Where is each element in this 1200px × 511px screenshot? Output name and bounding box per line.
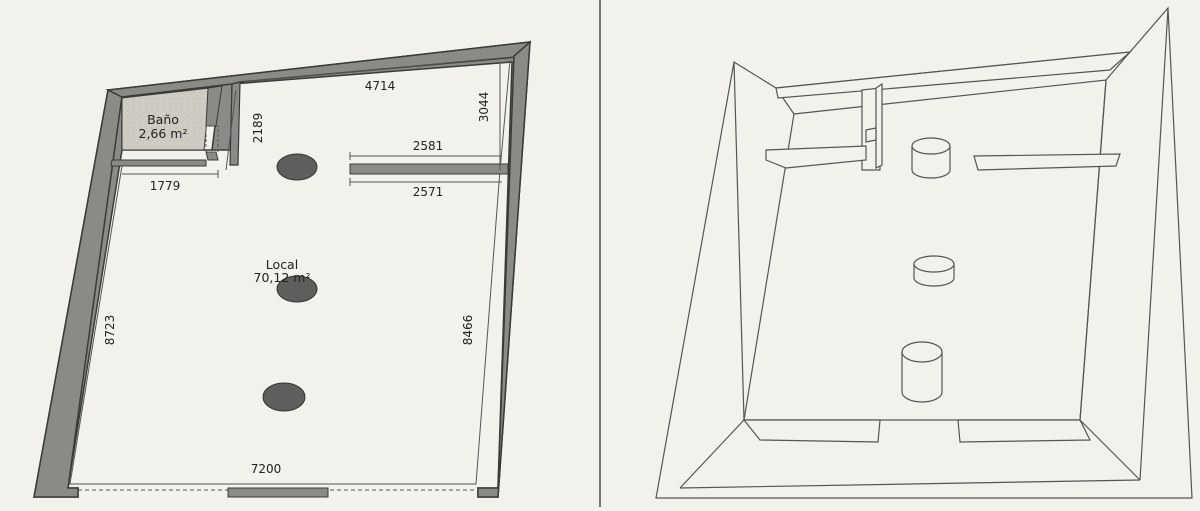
bathroom-door-gap	[205, 125, 219, 153]
wall-top	[105, 41, 531, 98]
model-column-1	[911, 137, 951, 179]
dim-partition-top: 2581	[413, 139, 444, 153]
model-edge	[1105, 51, 1131, 81]
model-bathroom-ledge	[865, 127, 877, 143]
local-name: Local	[266, 257, 298, 272]
model-partition-ledge	[973, 153, 1121, 171]
model-edge	[679, 479, 1141, 489]
bathroom-name: Baño	[147, 112, 179, 127]
interior-outline	[69, 165, 501, 485]
model-column-2	[913, 255, 955, 287]
dim-bath-width: 1779	[150, 179, 181, 193]
wall-bath-bottom	[110, 159, 207, 167]
model-left-ledge	[765, 145, 867, 169]
dim-bath-height: 2189	[251, 113, 265, 144]
dimension-lines	[122, 57, 502, 186]
model-bathroom-top	[875, 82, 883, 169]
bathroom-wall-short	[205, 151, 219, 161]
dim-partition-bottom: 2571	[413, 185, 444, 199]
model-edge	[733, 61, 745, 421]
floor-plan-2d: Baño 2,66 m² Local 70,12 m² 4714 2189 30…	[33, 40, 531, 498]
wall-right	[477, 40, 531, 498]
model-bottom-ledge-right	[957, 419, 1091, 443]
dim-top: 4714	[365, 79, 396, 93]
dim-left: 8723	[103, 315, 117, 346]
local-area: 70,12 m²	[254, 270, 311, 285]
model-bottom-ledge-left	[742, 419, 881, 443]
model-column-3	[901, 341, 943, 403]
column-icon	[262, 382, 306, 412]
model-3d	[655, 6, 1193, 499]
interior-right-line	[499, 59, 511, 171]
column-icon	[276, 153, 318, 181]
model-edge	[679, 419, 745, 489]
column-icon	[276, 275, 318, 303]
model-edge	[1079, 79, 1107, 421]
model-edge	[1139, 7, 1169, 481]
bathroom-area: 2,66 m²	[139, 126, 188, 141]
storefront-door	[227, 487, 329, 498]
dim-right: 8466	[461, 315, 475, 346]
bathroom-floor	[121, 87, 211, 151]
dim-right-upper: 3044	[477, 92, 491, 123]
wall-bath-stub	[229, 81, 241, 166]
model-edge	[1079, 419, 1141, 481]
dim-bottom: 7200	[251, 462, 282, 476]
model-top-wall	[775, 51, 1132, 99]
partition-wall	[349, 163, 509, 175]
